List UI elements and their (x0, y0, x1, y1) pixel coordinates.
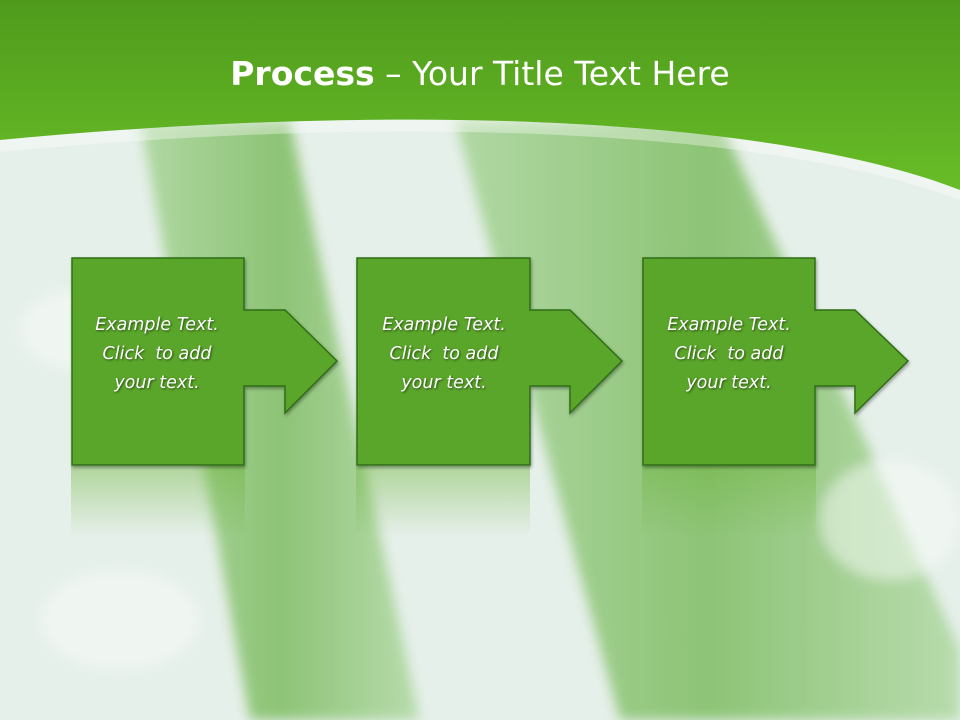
step-3-reflection (642, 466, 816, 536)
step-2-reflection (356, 466, 530, 536)
step-text-line: your text. (401, 373, 487, 393)
step-3-text[interactable]: Example Text. Click to add your text. (643, 311, 815, 398)
process-step-1[interactable] (71, 257, 339, 466)
process-step-3[interactable] (642, 257, 910, 466)
title-bold-text: Process (230, 54, 375, 93)
step-text-line: Click to add (674, 344, 784, 364)
step-2-text[interactable]: Example Text. Click to add your text. (358, 311, 530, 398)
step-text-line: Example Text. (95, 315, 219, 335)
title-rest-text: – Your Title Text Here (374, 54, 730, 93)
step-text-line: Example Text. (382, 315, 506, 335)
step-text-line: your text. (114, 373, 200, 393)
step-text-line: your text. (686, 373, 772, 393)
step-text-line: Click to add (102, 344, 212, 364)
process-step-2[interactable] (356, 257, 624, 466)
step-1-text[interactable]: Example Text. Click to add your text. (71, 311, 243, 398)
step-text-line: Click to add (389, 344, 499, 364)
step-text-line: Example Text. (667, 315, 791, 335)
step-1-reflection (71, 466, 245, 536)
slide-title[interactable]: Process – Your Title Text Here (0, 50, 960, 98)
